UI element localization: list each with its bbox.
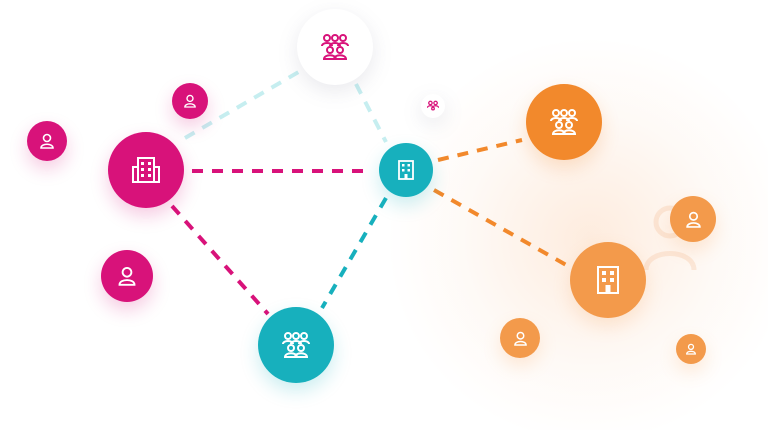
edge-teal-hub-to-teal-group — [320, 196, 388, 310]
building-icon — [597, 266, 619, 294]
group-bottom-teal-node[interactable] — [258, 307, 334, 383]
building-icon — [398, 160, 414, 180]
user-icon — [685, 211, 701, 228]
group-tiny-white-node[interactable] — [421, 94, 445, 118]
user-left-magenta-node[interactable] — [27, 121, 67, 161]
user-top-magenta-node[interactable] — [172, 83, 208, 119]
hub-teal-node[interactable] — [379, 143, 433, 197]
user-orange-bottom-right-node[interactable] — [676, 334, 706, 364]
user-orange-bottom-left-node[interactable] — [500, 318, 540, 358]
user-icon — [686, 343, 696, 355]
building-icon — [132, 157, 160, 183]
edge-teal-hub-to-orange-hub — [433, 188, 569, 268]
edge-white-group-to-teal-hub — [354, 83, 388, 143]
user-icon — [513, 331, 527, 346]
group-icon — [282, 332, 310, 358]
hub-orange-node[interactable] — [570, 242, 646, 318]
user-mid-magenta-node[interactable] — [101, 250, 153, 302]
group-icon — [427, 100, 439, 111]
user-icon — [40, 133, 54, 149]
edge-teal-hub-to-orange-group — [437, 138, 523, 162]
edge-magenta-hub-to-teal-group — [170, 204, 270, 316]
hub-magenta-node[interactable] — [108, 132, 184, 208]
group-icon — [550, 109, 578, 135]
user-icon — [118, 266, 136, 286]
group-icon — [321, 34, 349, 60]
group-top-white-node[interactable] — [297, 9, 373, 85]
edge-magenta-hub-to-white-group — [183, 68, 304, 140]
group-orange-node[interactable] — [526, 84, 602, 160]
user-icon — [184, 94, 196, 108]
user-orange-right-node[interactable] — [670, 196, 716, 242]
